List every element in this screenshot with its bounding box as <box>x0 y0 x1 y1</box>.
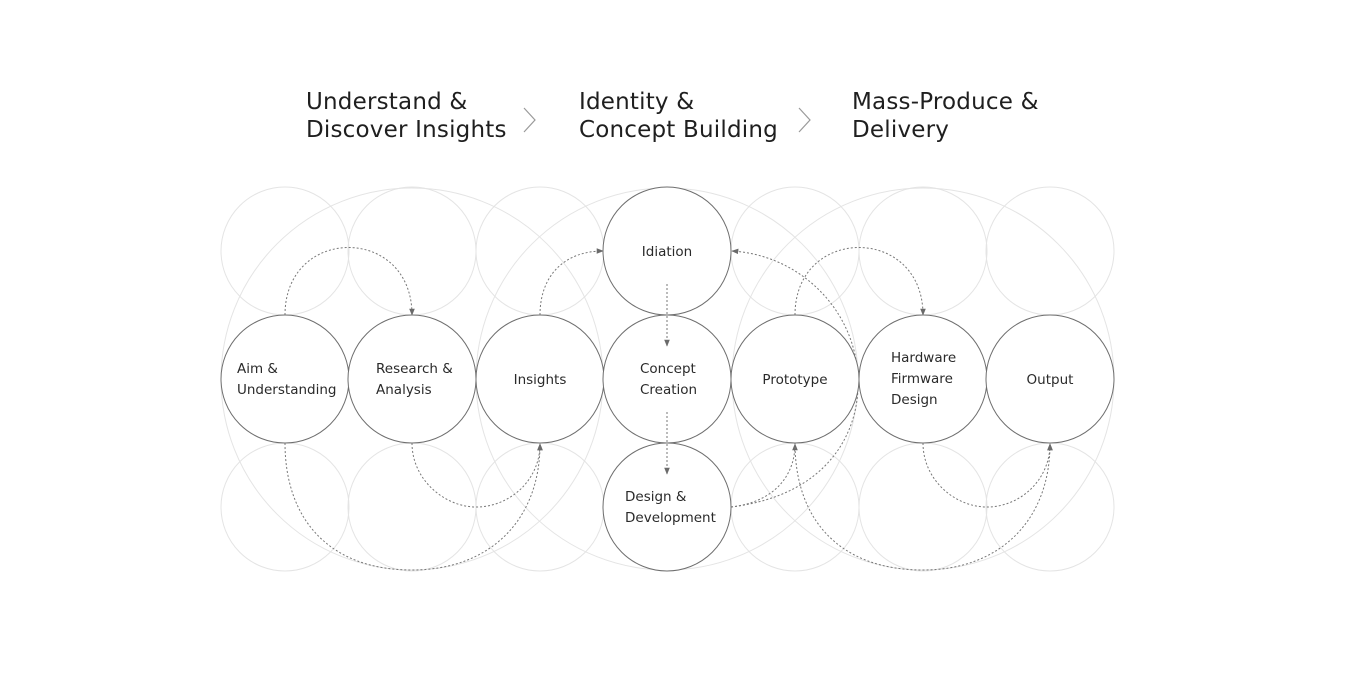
node-label-line: Insights <box>514 372 567 388</box>
arrow-aim-to-insights <box>284 442 543 571</box>
node-label-line: Aim & <box>237 361 278 377</box>
background-circle <box>347 442 477 572</box>
node-label-line: Design & <box>625 489 687 505</box>
background-circle <box>347 186 477 316</box>
node-label-line: Analysis <box>376 382 432 398</box>
node-label-line: Hardware <box>891 350 956 366</box>
arrow-insights-to-idiation <box>539 248 604 316</box>
node-concept-circle <box>602 314 732 444</box>
phase-title-mass-produce: Mass-Produce & Delivery <box>852 88 1039 144</box>
node-label-line: Understanding <box>237 382 336 398</box>
node-prototype-label: Prototype <box>762 372 827 388</box>
arrow-prototype-to-hardware <box>794 247 926 316</box>
node-idiation-label: Idiation <box>642 244 692 260</box>
node-label-line: Concept <box>640 361 696 377</box>
arrow-aim-to-research <box>284 247 415 316</box>
node-output-circle <box>985 314 1115 444</box>
node-research-circle <box>347 314 477 444</box>
node-aim-label: Aim & Understanding <box>237 361 336 398</box>
node-label-line: Output <box>1027 372 1074 388</box>
background-circle <box>858 186 988 316</box>
node-label-line: Prototype <box>762 372 827 388</box>
node-hardware-label: Hardware Firmware Design <box>891 350 960 408</box>
node-design-label: Design & Development <box>625 489 716 526</box>
phase-title-line: Mass-Produce & <box>852 89 1039 115</box>
node-label-line: Development <box>625 510 716 526</box>
node-concept-label: Concept Creation <box>640 361 700 398</box>
background-circle <box>730 186 860 316</box>
phase-title-line: Identity & <box>579 89 695 115</box>
background-circle <box>730 442 860 572</box>
chevron-right-icon <box>798 107 811 133</box>
node-design-circle <box>602 442 732 572</box>
node-insights-label: Insights <box>514 372 567 388</box>
arrow-hardware-to-output <box>922 442 1053 508</box>
phase-title-understand: Understand & Discover Insights <box>306 88 507 144</box>
phase-title-line: Concept Building <box>579 117 778 143</box>
arrow-prototype-to-output <box>794 442 1053 571</box>
node-label-line: Idiation <box>642 244 692 260</box>
node-output-label: Output <box>1027 372 1074 388</box>
chevron-right-icon <box>523 107 536 133</box>
background-circle <box>858 442 988 572</box>
arrow-design-to-prototype <box>730 443 798 508</box>
phase-title-identity: Identity & Concept Building <box>579 88 778 144</box>
node-label-line: Design <box>891 392 938 408</box>
node-label-line: Creation <box>640 382 697 398</box>
phase-title-line: Discover Insights <box>306 117 507 143</box>
node-label-line: Firmware <box>891 371 953 387</box>
node-aim-circle <box>220 314 350 444</box>
phase-title-line: Delivery <box>852 117 950 143</box>
phase-title-line: Understand & <box>306 89 468 115</box>
node-label-line: Research & <box>376 361 453 377</box>
arrow-research-to-insights <box>411 442 543 508</box>
node-research-label: Research & Analysis <box>376 361 457 398</box>
